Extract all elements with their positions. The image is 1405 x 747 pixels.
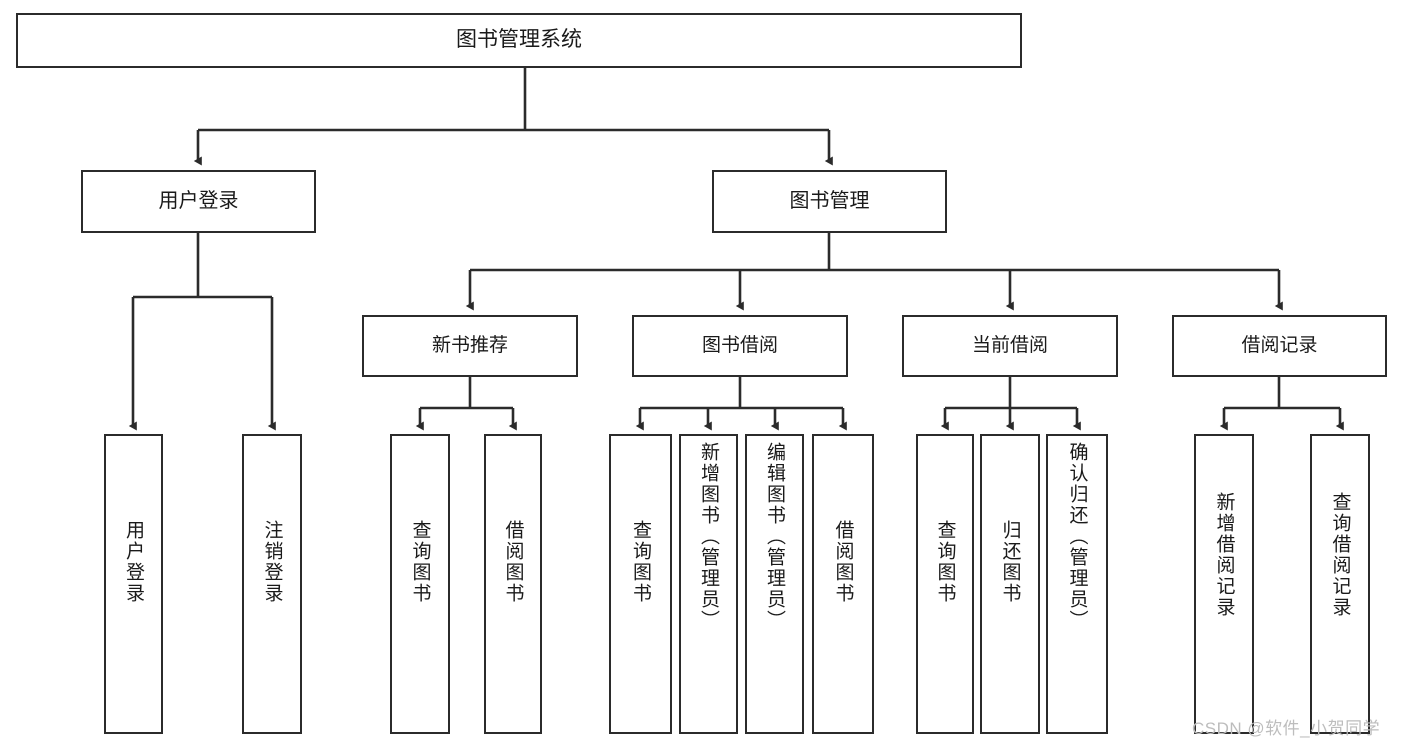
node-borrow-record[interactable]: 借阅记录 (1172, 315, 1387, 377)
node-new-book-recommend[interactable]: 新书推荐 (362, 315, 578, 377)
node-leaf-user-logout[interactable]: 注销登录 (242, 434, 302, 734)
watermark-text: CSDN @软件_小贺同学 (1192, 719, 1381, 738)
node-leaf-query-book-2[interactable]: 查询图书 (609, 434, 672, 734)
node-current-borrow[interactable]: 当前借阅 (902, 315, 1118, 377)
node-current-borrow-label: 当前借阅 (971, 334, 1048, 356)
node-leaf-query-book-3[interactable]: 查询图书 (916, 434, 974, 734)
node-leaf-return-book-label: 归还图书 (999, 520, 1021, 604)
node-leaf-confirm-return[interactable]: 确认归还（管理员） (1046, 434, 1108, 734)
node-leaf-user-logout-label: 注销登录 (261, 520, 283, 604)
node-user-login[interactable]: 用户登录 (81, 170, 316, 233)
node-leaf-user-login[interactable]: 用户登录 (104, 434, 163, 734)
node-leaf-add-record-label: 新增借阅记录 (1213, 492, 1235, 618)
node-leaf-query-book-1[interactable]: 查询图书 (390, 434, 450, 734)
node-leaf-query-book-2-label: 查询图书 (630, 520, 651, 604)
node-leaf-borrow-book-1[interactable]: 借阅图书 (484, 434, 542, 734)
node-leaf-user-login-label: 用户登录 (123, 520, 144, 604)
node-leaf-borrow-book-2[interactable]: 借阅图书 (812, 434, 874, 734)
node-book-manage[interactable]: 图书管理 (712, 170, 947, 233)
node-book-manage-label: 图书管理 (789, 189, 870, 212)
node-root[interactable]: 图书管理系统 (16, 13, 1022, 68)
node-borrow-record-label: 借阅记录 (1241, 334, 1318, 356)
node-leaf-add-book[interactable]: 新增图书（管理员） (679, 434, 738, 734)
node-leaf-query-record[interactable]: 查询借阅记录 (1310, 434, 1370, 734)
node-leaf-edit-book-label: 编辑图书（管理员） (764, 442, 785, 631)
node-leaf-query-record-label: 查询借阅记录 (1329, 492, 1351, 618)
node-leaf-add-book-label: 新增图书（管理员） (698, 442, 719, 631)
node-leaf-borrow-book-1-label: 借阅图书 (502, 520, 524, 604)
node-leaf-borrow-book-2-label: 借阅图书 (832, 520, 854, 604)
node-user-login-label: 用户登录 (158, 189, 239, 212)
node-root-label: 图书管理系统 (456, 28, 582, 52)
node-leaf-confirm-return-label: 确认归还（管理员） (1066, 442, 1088, 631)
node-new-book-recommend-label: 新书推荐 (431, 334, 508, 356)
node-leaf-query-book-3-label: 查询图书 (934, 520, 956, 604)
node-leaf-edit-book[interactable]: 编辑图书（管理员） (745, 434, 804, 734)
node-book-borrow[interactable]: 图书借阅 (632, 315, 848, 377)
node-leaf-return-book[interactable]: 归还图书 (980, 434, 1040, 734)
node-book-borrow-label: 图书借阅 (701, 334, 778, 356)
node-leaf-query-book-1-label: 查询图书 (409, 520, 431, 604)
node-leaf-add-record[interactable]: 新增借阅记录 (1194, 434, 1254, 734)
